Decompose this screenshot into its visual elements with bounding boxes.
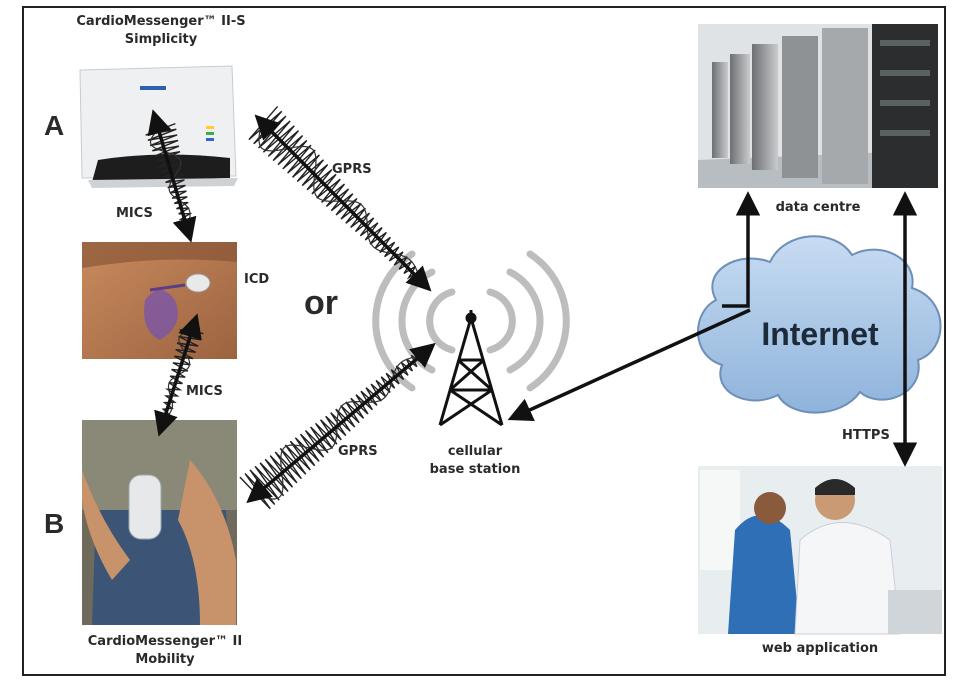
base-station-line1: cellular <box>447 444 503 459</box>
mobility-device-photo <box>82 420 237 625</box>
arrow-internet-basestation <box>507 308 751 422</box>
device-a-name-line2: Simplicity <box>124 32 198 47</box>
connection-arrows <box>147 109 918 504</box>
device-a-letter: A <box>44 110 65 141</box>
web-application-label: web application <box>761 641 879 656</box>
or-label: or <box>304 284 338 322</box>
device-b-letter: B <box>44 508 65 539</box>
data-centre-photo <box>698 24 938 188</box>
device-a-name-line1: CardioMessenger™ II-S <box>76 14 246 29</box>
internet-label: Internet <box>761 316 879 352</box>
web-application-photo <box>698 466 942 635</box>
arrow-mics-a <box>147 109 197 243</box>
gprs-label-b: GPRS <box>338 444 378 459</box>
device-b-name-line1: CardioMessenger™ II <box>87 634 243 649</box>
gprs-label-a: GPRS <box>332 162 372 177</box>
patient-chest-icd-photo <box>82 242 237 359</box>
internet-cloud <box>697 235 942 414</box>
cellular-tower-icon <box>438 310 504 427</box>
data-centre-label: data centre <box>775 200 861 215</box>
mics-label-a: MICS <box>116 206 153 221</box>
https-label: HTTPS <box>842 428 890 443</box>
arrow-mics-b <box>154 313 202 437</box>
icd-label: ICD <box>244 272 270 287</box>
arrow-gprs-b <box>246 342 436 504</box>
mics-label-b: MICS <box>186 384 223 399</box>
arrow-internet-datacentre <box>722 191 761 308</box>
base-station-line2: base station <box>429 462 521 477</box>
arrow-gprs-a <box>254 114 432 292</box>
device-b-name-line2: Mobility <box>135 652 195 667</box>
